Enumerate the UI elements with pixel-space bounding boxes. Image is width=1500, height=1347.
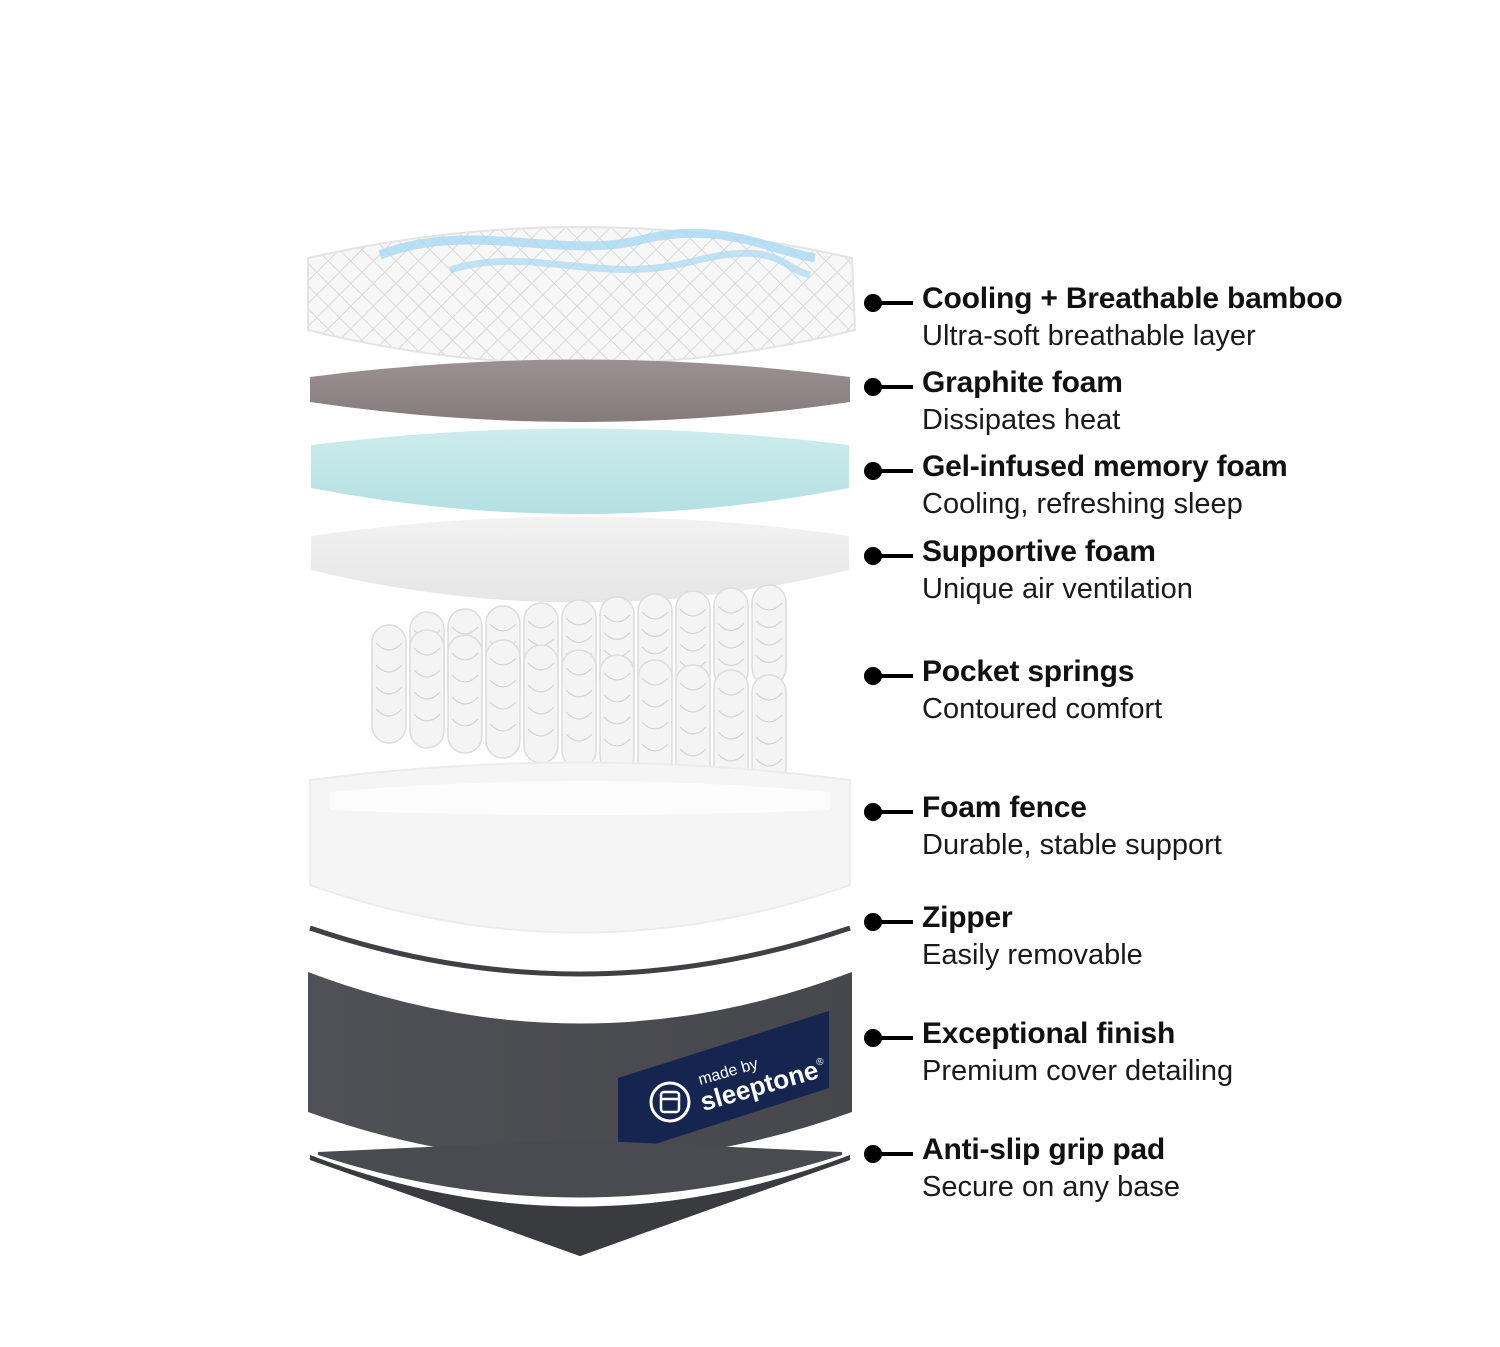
callout-line <box>876 920 913 924</box>
spring-coil <box>637 659 673 779</box>
callout-title: Foam fence <box>922 791 1087 824</box>
zipper-line <box>309 925 851 977</box>
callout-dot <box>864 667 882 685</box>
callout-dot <box>864 803 882 821</box>
callout-desc: Ultra-soft breathable layer <box>922 320 1256 352</box>
spring-wire <box>375 642 403 717</box>
callout-title: Exceptional finish <box>922 1017 1176 1050</box>
callout-dot <box>864 1145 882 1163</box>
callout-desc: Dissipates heat <box>922 404 1121 436</box>
brand-registered-mark: ® <box>815 1056 826 1069</box>
spring-wire <box>755 692 783 767</box>
spring-coil <box>599 654 635 774</box>
spring-wire <box>679 608 707 670</box>
spring-wire <box>641 677 669 752</box>
callout-title: Cooling + Breathable bamboo <box>922 282 1343 315</box>
spring-coil <box>523 644 559 764</box>
spring-wire <box>565 667 593 742</box>
spring-coil <box>409 629 445 749</box>
brand-logo-icon <box>649 1081 691 1123</box>
spring-wire <box>717 687 745 762</box>
spring-wire <box>755 602 783 664</box>
spring-wire <box>679 682 707 757</box>
callout-dot <box>864 913 882 931</box>
callout-line <box>876 1036 913 1040</box>
callout-desc: Durable, stable support <box>922 829 1222 861</box>
callout-title: Anti-slip grip pad <box>922 1133 1166 1166</box>
callout-dot <box>864 378 882 396</box>
callout-title: Graphite foam <box>922 366 1123 399</box>
spring-coil <box>371 624 407 744</box>
callout-line <box>876 554 913 558</box>
gel-layer <box>311 428 849 514</box>
graphite-layer <box>310 359 850 422</box>
callout-desc: Contoured comfort <box>922 693 1163 725</box>
spring-wire <box>527 662 555 737</box>
callout-line <box>876 1152 913 1156</box>
spring-wire <box>489 657 517 732</box>
foam-fence-layer <box>309 761 851 934</box>
spring-wire <box>451 652 479 727</box>
supportive-layer <box>311 516 849 603</box>
callout-line <box>876 810 913 814</box>
spring-coil <box>485 639 521 759</box>
spring-coil <box>751 584 787 686</box>
callout-desc: Easily removable <box>922 939 1143 971</box>
callout-desc: Cooling, refreshing sleep <box>922 488 1243 520</box>
spring-wire <box>641 611 669 673</box>
callout-dot <box>864 294 882 312</box>
callout-title: Pocket springs <box>922 655 1135 688</box>
callout-title: Gel-infused memory foam <box>922 450 1288 483</box>
callout-line <box>876 301 913 305</box>
callout-dot <box>864 462 882 480</box>
brand-badge: made by sleeptone ® <box>618 1011 829 1156</box>
grip-pad-layer <box>250 1140 900 1295</box>
callout-line <box>876 385 913 389</box>
bamboo-layer <box>307 226 857 365</box>
callout-desc: Unique air ventilation <box>922 573 1193 605</box>
callout-desc: Secure on any base <box>922 1171 1180 1203</box>
spring-coil <box>447 634 483 754</box>
callout-desc: Premium cover detailing <box>922 1055 1234 1087</box>
callout-dot <box>864 547 882 565</box>
pocket-springs <box>371 584 787 794</box>
callout-dot <box>864 1029 882 1047</box>
spring-wire <box>603 672 631 747</box>
spring-wire <box>413 647 441 722</box>
callout-line <box>876 674 913 678</box>
spring-coil <box>561 649 597 769</box>
callout-title: Zipper <box>922 901 1013 934</box>
spring-wire <box>717 605 745 667</box>
spring-wire <box>603 614 631 676</box>
spring-wire <box>565 617 593 679</box>
callout-line <box>876 469 913 473</box>
callout-title: Supportive foam <box>922 535 1156 568</box>
